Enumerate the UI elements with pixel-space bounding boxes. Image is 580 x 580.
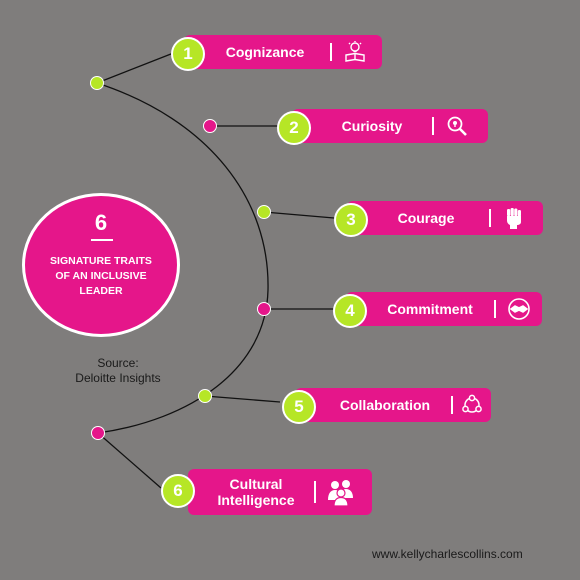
trait-label: Curiosity xyxy=(341,118,403,134)
trait-pill-courage: Courage xyxy=(347,201,543,235)
connector-1 xyxy=(96,51,177,84)
trait-number-badge-5: 5 xyxy=(282,390,316,424)
raised-fist-icon xyxy=(503,207,525,229)
junction-dot-5 xyxy=(198,389,212,403)
center-number: 6 xyxy=(94,210,108,235)
website-url: www.kellycharlescollins.com xyxy=(372,547,523,561)
connector-5 xyxy=(204,395,281,403)
trait-label: Commitment xyxy=(387,301,473,317)
lightbulb-book-icon xyxy=(344,41,366,63)
magnifier-icon xyxy=(446,115,468,137)
trait-separator xyxy=(494,300,496,318)
trait-pill-cultural-intelligence: Cultural Intelligence xyxy=(188,469,372,515)
trait-label: Cultural Intelligence xyxy=(200,469,312,515)
trait-separator xyxy=(432,117,434,135)
trait-number-badge-6: 6 xyxy=(161,474,195,508)
source-credit: Source: Deloitte Insights xyxy=(56,356,180,386)
junction-dot-4 xyxy=(257,302,271,316)
source-label: Source: xyxy=(97,356,139,370)
arc-curve xyxy=(96,82,269,434)
center-title: SIGNATURE TRAITS OF AN INCLUSIVE LEADER xyxy=(35,254,167,299)
junction-dot-3 xyxy=(257,205,271,219)
junction-dot-6 xyxy=(91,426,105,440)
center-title-line: OF AN INCLUSIVE xyxy=(55,270,147,282)
trait-label-line: Intelligence xyxy=(217,492,295,508)
trait-label: Collaboration xyxy=(339,397,431,413)
trait-number-badge-1: 1 xyxy=(171,37,205,71)
junction-dot-1 xyxy=(90,76,104,90)
center-title-line: SIGNATURE TRAITS xyxy=(50,255,152,267)
junction-dot-2 xyxy=(203,119,217,133)
trait-separator xyxy=(314,481,316,503)
connector-6 xyxy=(97,432,162,489)
trait-pill-curiosity: Curiosity xyxy=(292,109,488,143)
trait-pill-collaboration: Collaboration xyxy=(295,388,491,422)
trait-pill-commitment: Commitment xyxy=(346,292,542,326)
center-circle: 6 SIGNATURE TRAITS OF AN INCLUSIVE LEADE… xyxy=(22,193,180,337)
handshake-icon xyxy=(504,298,534,320)
trait-pill-cognizance: Cognizance xyxy=(184,35,382,69)
trait-number-badge-4: 4 xyxy=(333,294,367,328)
trait-number-badge-3: 3 xyxy=(334,203,368,237)
trait-label: Cognizance xyxy=(225,44,305,60)
trait-separator xyxy=(489,209,491,227)
center-number-underline xyxy=(91,239,113,241)
trait-separator xyxy=(451,396,453,414)
trait-number-badge-2: 2 xyxy=(277,111,311,145)
people-group-icon xyxy=(326,478,356,507)
trait-separator xyxy=(330,43,332,61)
source-name: Deloitte Insights xyxy=(75,371,161,385)
trait-label-line: Cultural xyxy=(229,476,283,492)
network-icon xyxy=(461,394,483,416)
trait-label: Courage xyxy=(397,210,455,226)
center-title-line: LEADER xyxy=(79,285,123,297)
connector-3 xyxy=(263,211,335,219)
